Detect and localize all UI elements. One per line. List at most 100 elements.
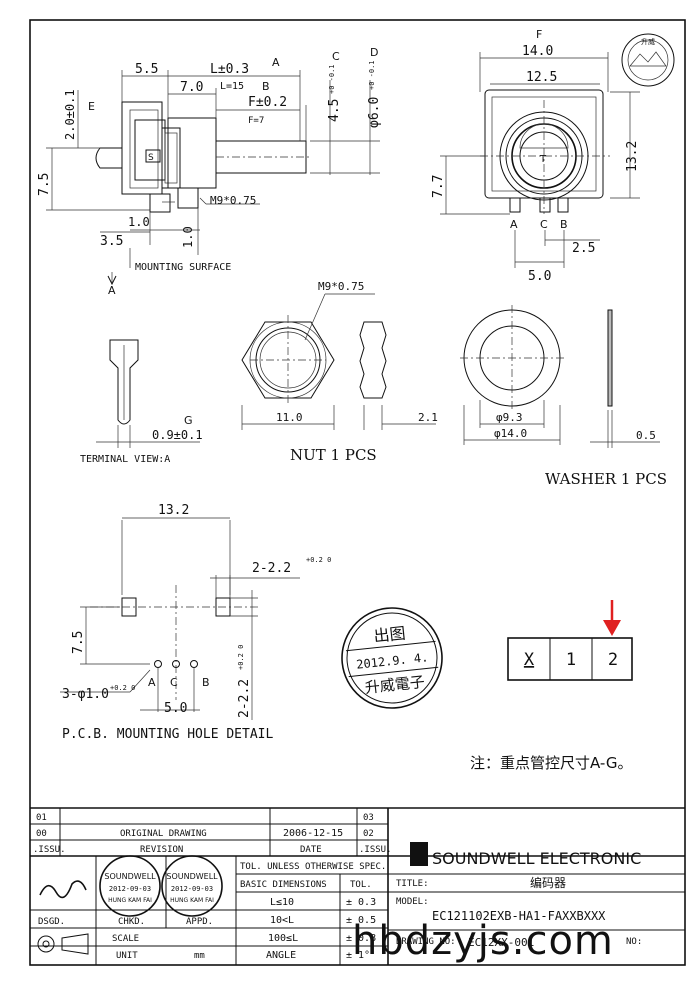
company-name: SOUNDWELL ELECTRONIC <box>432 849 641 868</box>
stamp-date: 2012.9. 4. <box>356 650 429 671</box>
tol-val-0: ± 0.3 <box>346 897 376 908</box>
dim-5-5: 5.5 <box>135 62 158 77</box>
unit-label: UNIT <box>116 951 138 961</box>
dim-2-5: 2.5 <box>572 241 595 256</box>
terminal-caption: TERMINAL VIEW:A <box>80 454 170 465</box>
dim-F: F±0.2 <box>248 95 287 110</box>
dim-5-0: 5.0 <box>528 269 551 284</box>
stamp1-top: SOUNDWELL <box>104 872 156 881</box>
dim-1-0b: 1.0 <box>181 226 195 248</box>
dim-2-0: 2.0±0.1 <box>63 89 77 140</box>
pcb-pin-B: B <box>202 676 210 689</box>
terminal-view: G 0.9±0.1 TERMINAL VIEW:A <box>80 339 203 465</box>
label-B: B <box>262 80 270 93</box>
pcb-detail: 13.2 2-2.2 +0.2 0 7.5 2-2.2 +0.2 0 3-φ1.… <box>60 503 331 742</box>
dim-12-5: 12.5 <box>526 70 557 85</box>
rev-date-1: 2006-12-15 <box>283 828 343 839</box>
tol-range-3: ANGLE <box>266 950 296 961</box>
terminal-dim: 0.9±0.1 <box>152 428 203 442</box>
pin-B: B <box>560 218 568 231</box>
tol-range-1: 10<L <box>270 915 294 926</box>
rev-no-1: 00 <box>36 829 47 839</box>
side-view: S 5.5 L±0.3 A 7.0 <box>37 46 382 297</box>
pcb-slot-v: 2-2.2 <box>237 679 252 718</box>
pcb-holes: 3-φ1.0 <box>62 687 109 702</box>
svg-text:S: S <box>148 153 154 163</box>
release-stamp: 出图 2012.9. 4. 升威電子 <box>341 607 443 709</box>
rev-desc-2: REVISION <box>140 845 183 855</box>
dim-4-5: 4.5 <box>327 99 342 122</box>
label-A: A <box>272 56 280 69</box>
mounting-surface: MOUNTING SURFACE <box>135 262 231 273</box>
svg-text:T: T <box>539 154 547 165</box>
stamp1-bottom: HUNG KAM FAI <box>108 897 152 904</box>
option-box-1: X <box>524 650 535 670</box>
dim-dia6: φ6.0 <box>367 97 382 128</box>
red-arrowhead-icon <box>603 620 621 636</box>
title-block: 01 03 00 ORIGINAL DRAWING 2006-12-15 02 … <box>30 807 685 965</box>
tol-val-2: ± 0.8 <box>346 933 376 944</box>
pcb-dim-7-5: 7.5 <box>71 631 86 654</box>
front-view: T F 14.0 12.5 13.2 7.7 A C B <box>431 28 640 284</box>
rev-right-2: .ISSU. <box>359 845 392 855</box>
dsgd-label: DSGD. <box>38 917 65 927</box>
pcb-slot: 2-2.2 <box>252 561 291 576</box>
dim-L: L±0.3 <box>210 62 249 77</box>
dim-14: 14.0 <box>522 44 553 59</box>
approve-stamp: SOUNDWELL 2012-09-03 HUNG KAM FAI <box>161 855 223 917</box>
pin-C: C <box>540 218 548 231</box>
pcb-holes-tol: +0.2 0 <box>110 684 135 692</box>
rev-right-0: 03 <box>363 813 374 823</box>
model-label: MODEL: <box>396 897 429 907</box>
logo-text: 升威 <box>641 37 655 46</box>
label-C: C <box>332 50 340 63</box>
tol-range-0: L≤10 <box>270 897 294 908</box>
rev-no-2: .ISSU. <box>33 845 66 855</box>
option-box-2: 1 <box>566 650 576 670</box>
washer-caption: WASHER 1 PCS <box>545 470 667 488</box>
pcb-slot-tol: +0.2 0 <box>306 556 331 564</box>
stamp2-date: 2012-09-03 <box>171 885 213 893</box>
watermark-text: hbdzyjs.com <box>352 918 614 964</box>
label-E: E <box>88 100 95 113</box>
title-label: TITLE: <box>396 879 429 889</box>
stamp1-date: 2012-09-03 <box>109 885 151 893</box>
stamp-bottom: 升威電子 <box>364 673 426 697</box>
tol-header: TOL. UNLESS OTHERWISE SPEC. <box>240 862 386 872</box>
tol-val-1: ± 0.5 <box>346 915 376 926</box>
company-logo: 升威 <box>621 33 675 87</box>
washer-inner: φ9.3 <box>496 411 523 424</box>
tol-4-5: +0 -0.1 <box>328 64 336 94</box>
pcb-pin-C: C <box>170 676 178 689</box>
tol-val-3: ± 1° <box>346 950 370 961</box>
dim-L15: L=15 <box>220 81 244 92</box>
label-G: G <box>184 414 193 427</box>
pcb-dim-5-0: 5.0 <box>164 701 187 716</box>
note-text: 注：重点管控尺寸A-G。 <box>470 754 633 772</box>
drawing-label: DRAWING NO: <box>396 937 456 947</box>
nut-dim-11: 11.0 <box>276 411 303 424</box>
thread-label: M9*0.75 <box>210 194 256 207</box>
nut-caption: NUT 1 PCS <box>290 446 377 464</box>
stamp2-bottom: HUNG KAM FAI <box>170 897 214 904</box>
check-stamp: SOUNDWELL 2012-09-03 HUNG KAM FAI <box>99 855 161 917</box>
sheet-border <box>29 19 686 966</box>
rev-right-1: 02 <box>363 829 374 839</box>
pin-A: A <box>510 218 518 231</box>
rev-date-2: DATE <box>300 845 322 855</box>
washer-drawing: φ9.3 φ14.0 0.5 WASHER 1 PCS <box>460 305 667 488</box>
soundwell-logo-icon <box>410 842 428 866</box>
rev-no-0: 01 <box>36 813 47 823</box>
stamp-top: 出图 <box>373 624 407 646</box>
washer-outer: φ14.0 <box>494 427 527 440</box>
pcb-slot-v-tol: +0.2 0 <box>237 645 245 670</box>
rev-desc-1: ORIGINAL DRAWING <box>120 829 207 839</box>
dim-1-0a: 1.0 <box>128 215 150 229</box>
tol-dia6: +0 -0.1 <box>368 60 376 90</box>
scale-label: SCALE <box>112 934 139 944</box>
dim-3-5: 3.5 <box>100 234 123 249</box>
dim-F7: F=7 <box>248 116 264 126</box>
chkd-label: CHKD. <box>118 917 145 927</box>
pcb-dim-13-2: 13.2 <box>158 503 189 518</box>
